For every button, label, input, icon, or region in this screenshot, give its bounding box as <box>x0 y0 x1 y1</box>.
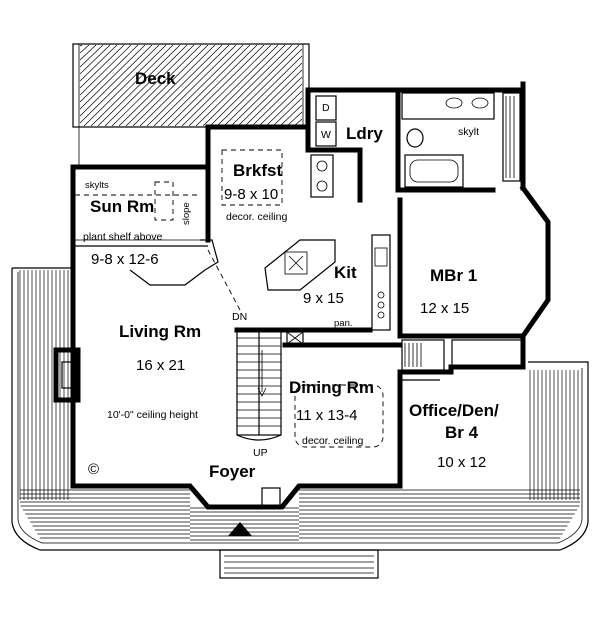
laundry-appliances <box>310 95 337 198</box>
porch <box>11 267 589 551</box>
breakfast-ceiling-note: decor. ceiling <box>226 211 287 223</box>
stairs-down-label: DN <box>232 311 247 323</box>
pantry-label: pan. <box>334 318 353 329</box>
office-label-line2: Br 4 <box>445 423 479 442</box>
dining-room-size: 11 x 13-4 <box>296 407 357 424</box>
front-steps <box>219 549 379 579</box>
master-bath-fixtures <box>401 92 521 188</box>
deck-label: Deck <box>135 69 176 88</box>
staircase <box>236 329 282 441</box>
dining-room-label: Dining Rm <box>289 378 374 397</box>
master-bedroom-size: 12 x 15 <box>420 300 469 317</box>
coat-closet <box>261 487 281 507</box>
ceiling-outlines <box>75 149 384 448</box>
living-room-label: Living Rm <box>119 322 201 341</box>
sun-room-size: 9-8 x 12-6 <box>91 251 159 268</box>
living-room-size: 16 x 21 <box>136 357 185 374</box>
foyer-label: Foyer <box>209 462 256 481</box>
skylight-label: skylt <box>458 126 479 138</box>
copyright-mark: © <box>88 461 99 478</box>
office-size: 10 x 12 <box>437 454 486 471</box>
sun-room-shelf-note: plant shelf above <box>83 231 163 243</box>
kitchen-counter <box>371 234 391 331</box>
fireplace <box>53 347 81 403</box>
stairs-up-label: UP <box>253 447 268 459</box>
pantry-box <box>286 331 304 345</box>
sun-room-slope-note: slope <box>181 202 192 225</box>
dryer-label: D <box>322 102 330 114</box>
front-door-marker <box>228 522 252 536</box>
interior-walls <box>74 87 526 381</box>
kitchen-label: Kit <box>334 263 357 282</box>
washer-label: W <box>321 129 331 141</box>
living-room-ceiling-note: 10'-0" ceiling height <box>107 409 198 421</box>
sunroom-bay <box>129 269 206 286</box>
exterior-walls <box>70 81 551 510</box>
breakfast-label: Brkfst <box>233 161 282 180</box>
office-closet <box>401 339 523 371</box>
laundry-label: Ldry <box>346 124 383 143</box>
deck-top <box>72 43 310 128</box>
kitchen-island <box>264 239 336 291</box>
office-label-line1: Office/Den/ <box>409 401 499 420</box>
kitchen-size: 9 x 15 <box>303 290 344 307</box>
sun-room-skylight-note: skylts <box>85 180 109 191</box>
sun-room-label: Sun Rm <box>90 197 154 216</box>
dining-room-ceiling-note: decor. ceiling <box>302 435 363 447</box>
breakfast-size: 9-8 x 10 <box>224 186 278 203</box>
master-bedroom-label: MBr 1 <box>430 266 477 285</box>
